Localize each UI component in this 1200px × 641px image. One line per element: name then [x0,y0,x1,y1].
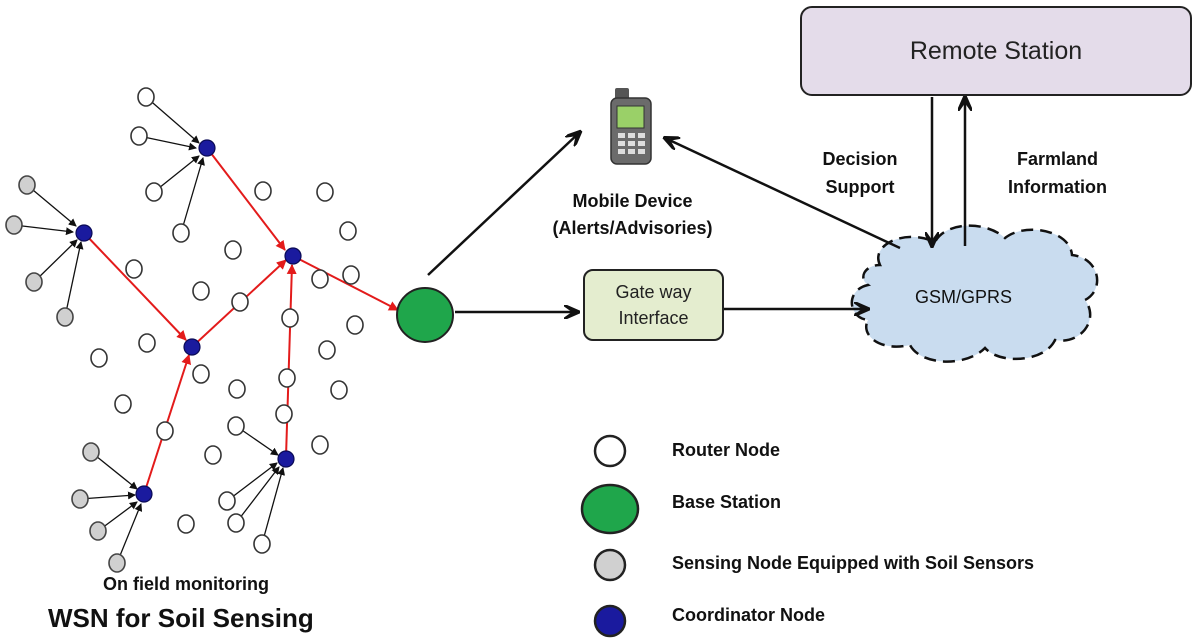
legend-coordinator-symbol [593,604,627,638]
legend-base-station-label: Base Station [672,492,782,512]
legend-sensing-label: Sensing Node Equipped with Soil Sensors [672,553,1035,573]
sensing-nodes [5,175,126,573]
gsm-gprs-label: GSM/GPRS [915,287,1013,307]
field-title: WSN for Soil Sensing [48,603,314,633]
mobile-device-label: Mobile Device (Alerts/Advisories) [520,188,745,242]
legend-router-label: Router Node [672,440,780,460]
farmland-line2: Information [1008,177,1107,197]
legend-base-station-symbol [580,483,640,535]
cloud-to-mobile-arrow [665,138,901,250]
gateway-line2: Interface [618,308,689,328]
farmland-information-label: Farmland Information [985,145,1130,201]
gateway-interface-box: Gate way Interface [583,269,724,341]
base-to-mobile-arrow [427,132,580,276]
mobile-device-line2: (Alerts/Advisories) [552,218,713,238]
gateway-line1: Gate way [615,282,692,302]
legend-router-symbol [593,434,627,468]
remote-station-label: Remote Station [909,36,1083,65]
legend-coordinator-label: Coordinator Node [672,605,825,625]
mobile-device-line1: Mobile Device [572,191,693,211]
legend-symbols [580,434,640,638]
farmland-line1: Farmland [1016,149,1099,169]
router-nodes [90,87,364,554]
legend-sensing-symbol [593,548,627,582]
field-subtitle: On field monitoring [103,574,269,594]
decision-support-label: Decision Support [805,145,915,201]
system-arrows [427,97,965,312]
base-station-node [396,287,454,343]
decision-line2: Support [825,177,895,197]
remote-station-box: Remote Station [800,6,1192,96]
mobile-phone-icon [610,88,652,165]
decision-line1: Decision [822,149,898,169]
gsm-gprs-cloud [850,224,1099,363]
coordinator-nodes [75,139,302,503]
